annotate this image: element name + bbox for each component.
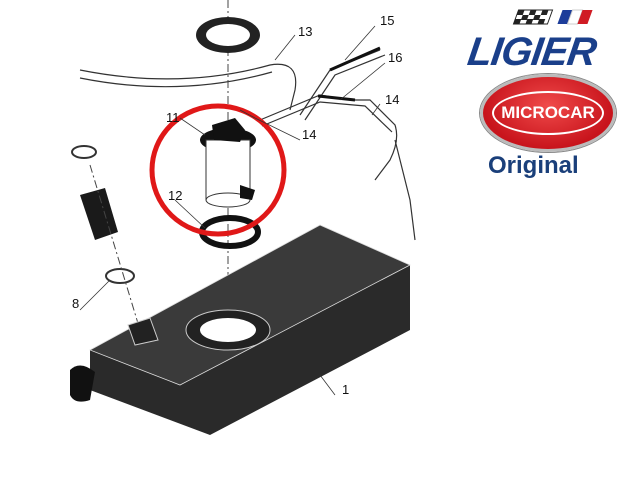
label-12: 12: [168, 188, 182, 203]
label-13: 13: [298, 24, 312, 39]
label-14b: 14: [302, 127, 316, 142]
highlight-circle: [149, 103, 287, 237]
part-labels: 13 15 16 14 11 14 12 1 8: [72, 13, 402, 397]
label-15: 15: [380, 13, 394, 28]
label-11: 11: [166, 110, 180, 125]
fuel-sender-unit: [200, 118, 256, 208]
flags-icon: [512, 9, 593, 25]
leader-lines: [79, 25, 386, 396]
ligier-microcar-logo: LIGIER MICROCAR Original: [460, 0, 640, 190]
microcar-badge: MICROCAR: [480, 74, 616, 152]
label-8: 8: [72, 296, 79, 311]
label-14a: 14: [385, 92, 399, 107]
badge-text: MICROCAR: [492, 91, 604, 135]
left-parts: [71, 145, 141, 331]
label-16: 16: [388, 50, 402, 65]
black-hoses: [317, 46, 381, 102]
tagline: Original: [488, 152, 579, 179]
fuel-tank: [70, 224, 411, 435]
fuel-lines: [79, 49, 416, 241]
brand-name: LIGIER: [464, 30, 599, 74]
label-1: 1: [342, 382, 349, 397]
